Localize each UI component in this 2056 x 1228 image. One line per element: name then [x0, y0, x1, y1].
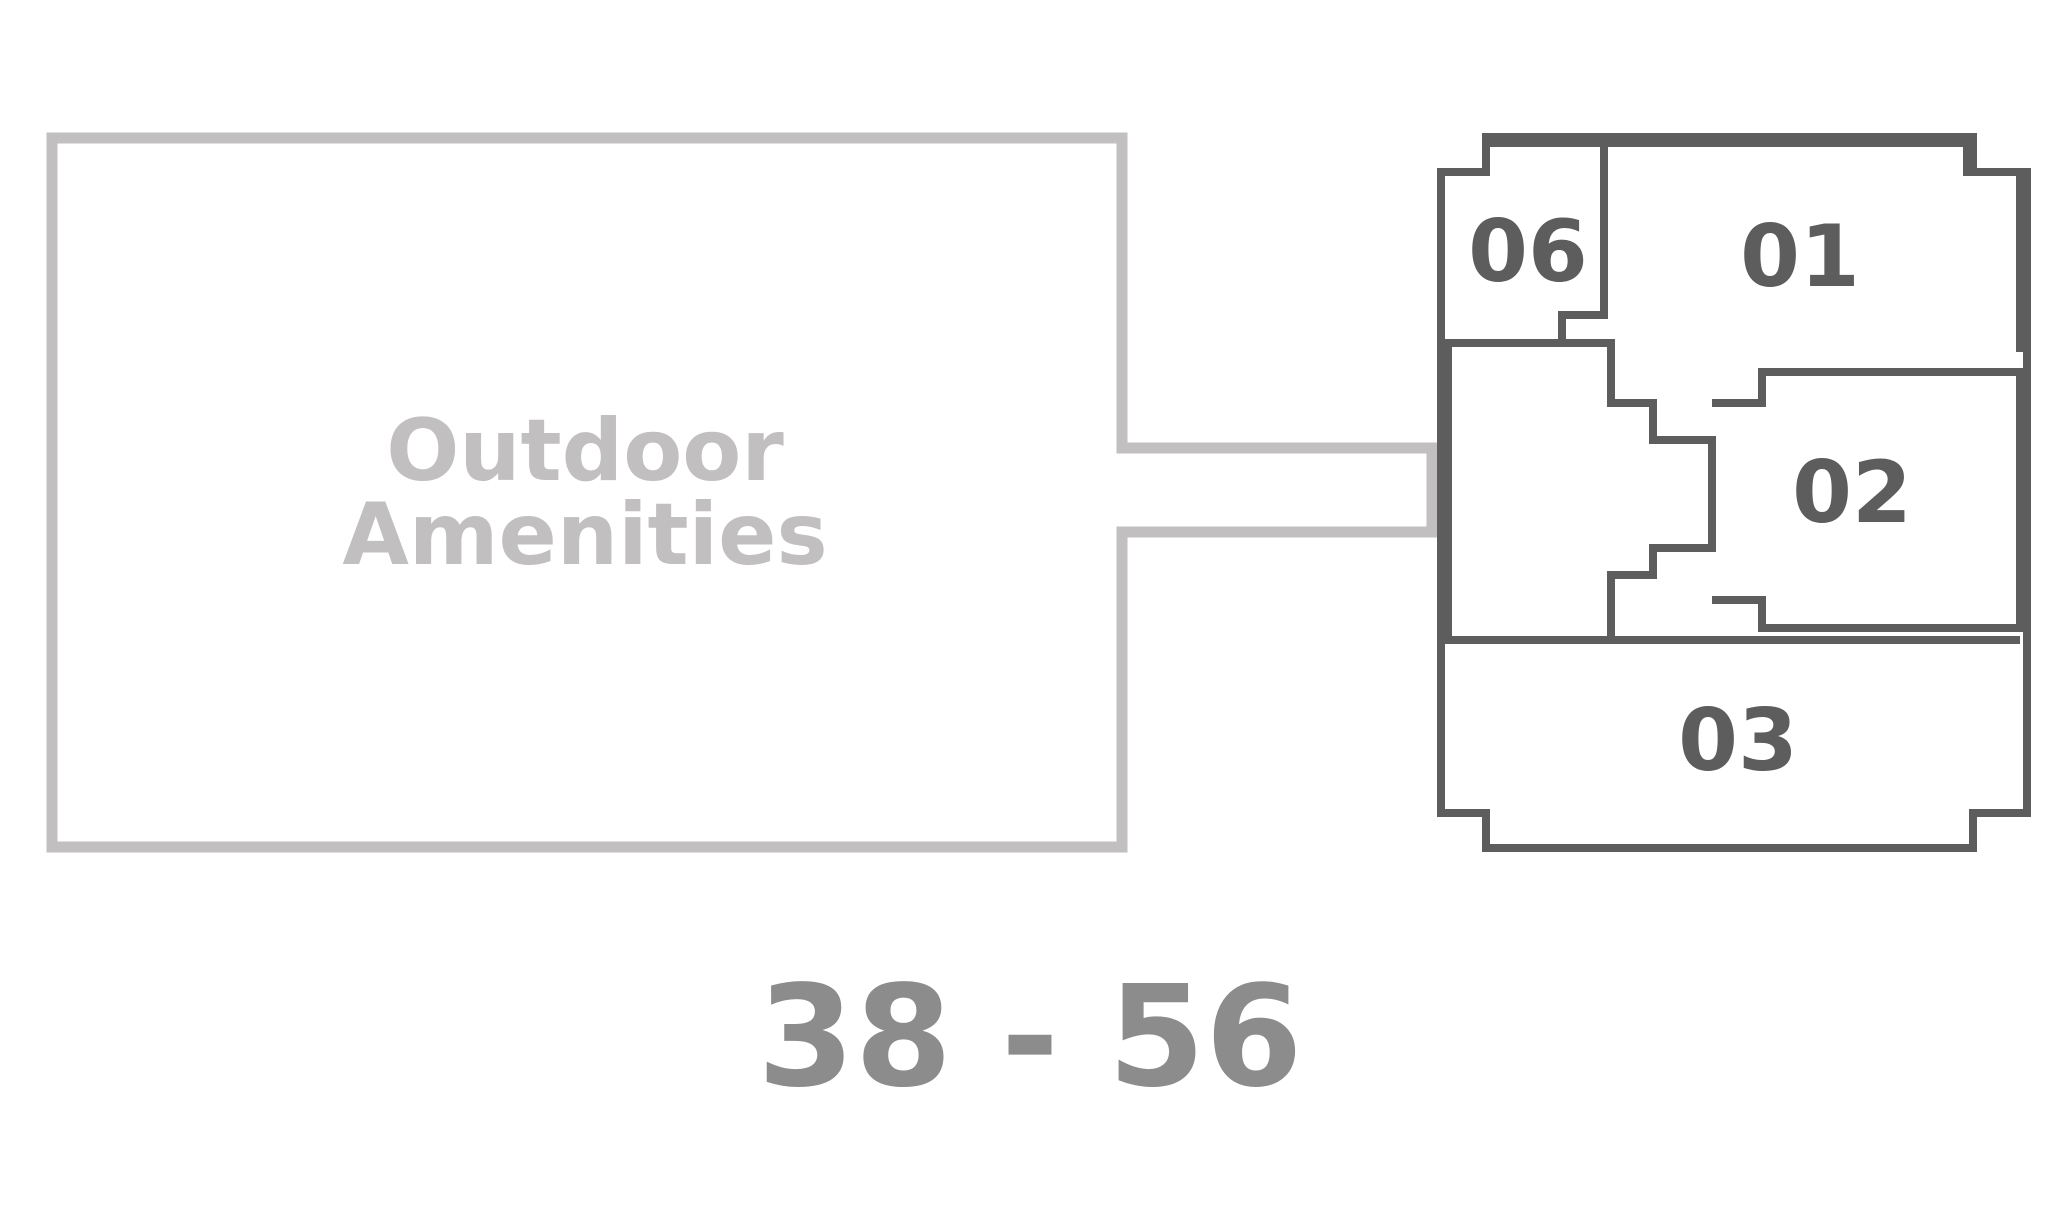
unit-02-outline: [1712, 368, 2024, 632]
unit-02[interactable]: 02: [1712, 368, 2024, 632]
amenities-label-line1: Outdoor: [386, 401, 784, 501]
unit-06-label: 06: [1468, 202, 1588, 302]
unit-03[interactable]: 03: [1448, 636, 2020, 791]
floor-range-label: 38 - 56: [757, 956, 1302, 1119]
unit-06[interactable]: 06: [1441, 139, 1608, 347]
outdoor-amenities-area[interactable]: Outdoor Amenities: [46, 132, 1438, 853]
unit-01-outline: [1604, 139, 2024, 352]
unit-01-label: 01: [1740, 207, 1860, 307]
unit-01[interactable]: 01: [1604, 139, 2024, 352]
unit-03-label: 03: [1678, 691, 1798, 791]
unit-02-label: 02: [1792, 443, 1912, 543]
amenities-outline: [46, 132, 1438, 853]
amenities-label-line2: Amenities: [342, 485, 827, 585]
core-outline: [1444, 339, 1716, 644]
unit-06-outline: [1441, 139, 1608, 347]
